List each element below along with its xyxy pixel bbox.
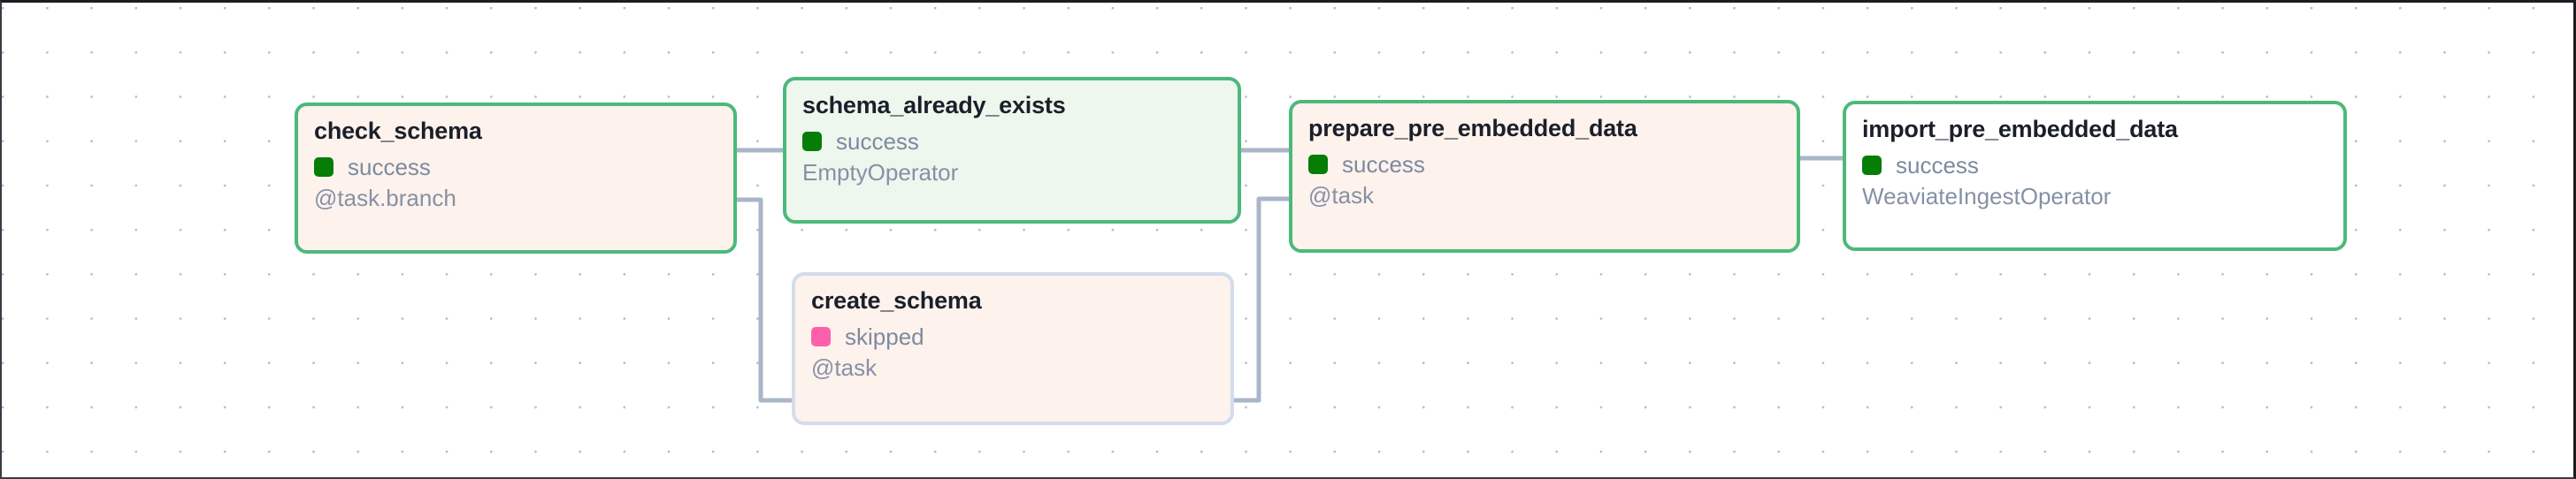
dag-node-status-row: success [1308, 151, 1781, 178]
dag-node-title: prepare_pre_embedded_data [1308, 115, 1637, 141]
status-swatch-icon [1308, 154, 1328, 174]
dag-node-status-text: skipped [845, 323, 924, 350]
status-swatch-icon [1862, 155, 1882, 175]
dag-node-status-row: success [1862, 152, 2327, 179]
dag-node-operator: @task.branch [314, 184, 456, 211]
dag-node-status-text: success [1342, 150, 1425, 178]
dag-node-operator: @task [811, 354, 878, 381]
status-swatch-icon [802, 131, 822, 151]
status-swatch-icon [314, 156, 334, 177]
dag-node-title: create_schema [811, 287, 982, 314]
dag-node-status-row: success [314, 154, 717, 180]
dag-edge[interactable] [734, 197, 794, 403]
dag-node-operator: WeaviateIngestOperator [1862, 182, 2112, 209]
dag-node-status-row: skipped [811, 323, 1215, 350]
dag-edge[interactable] [1231, 196, 1292, 403]
dag-node-operator: @task [1308, 181, 1375, 209]
dag-node-status-text: success [1896, 151, 1979, 179]
dag-node-status-text: success [836, 127, 919, 155]
dag-node-status-text: success [348, 153, 431, 180]
dag-node-operator: EmptyOperator [802, 158, 959, 186]
dag-node-title: check_schema [314, 118, 482, 144]
status-swatch-icon [811, 326, 831, 346]
dag-node-title: import_pre_embedded_data [1862, 116, 2178, 142]
dag-node-title: schema_already_exists [802, 92, 1066, 118]
dag-node-status-row: success [802, 128, 1222, 155]
